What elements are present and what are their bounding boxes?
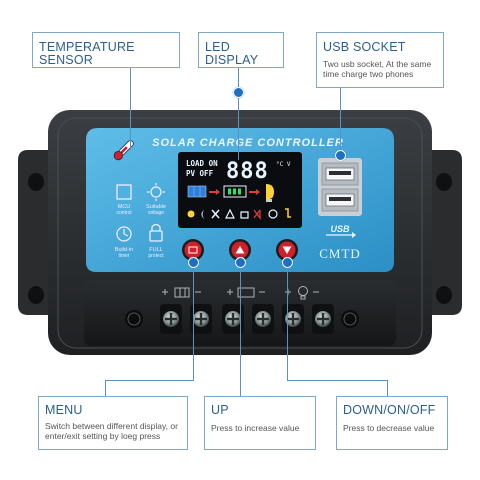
callout-menu: MENU Switch between different display, o… xyxy=(38,396,188,450)
leader-down-h xyxy=(287,380,387,381)
svg-text:protect: protect xyxy=(148,253,164,259)
svg-text:timer: timer xyxy=(118,253,129,259)
svg-text:control: control xyxy=(116,210,131,216)
usb-icon: USB xyxy=(326,224,356,238)
lcd-flow-icons xyxy=(187,184,274,202)
callout-down-on-off-title: DOWN/ON/OFF xyxy=(343,403,436,417)
feature-suitable-voltage: Suitable voltage xyxy=(146,183,166,216)
leader-up-dot xyxy=(235,257,246,268)
svg-text:FULL: FULL xyxy=(149,247,162,253)
svg-text:USB: USB xyxy=(330,224,350,234)
callout-up-title: UP xyxy=(211,403,229,417)
leader-menu-h xyxy=(105,380,194,381)
thermometer-icon xyxy=(113,140,134,161)
callout-temperature-sensor-title: TEMPERATURE SENSOR xyxy=(39,40,135,67)
down-button[interactable] xyxy=(276,239,298,261)
lcd-digits: 888 xyxy=(226,159,269,184)
callout-up: UP Press to increase value xyxy=(204,396,316,450)
callout-usb-socket-desc: Two usb socket, At the same time charge … xyxy=(323,58,432,80)
lcd-mode-icons xyxy=(187,208,291,220)
callout-led-display-title: LED DISPLAY xyxy=(205,40,259,67)
feature-builtin-timer: Build-in timer xyxy=(115,226,133,259)
callout-temperature-sensor: TEMPERATURE SENSOR xyxy=(32,32,180,68)
feature-full-protect: FULL protect xyxy=(148,223,164,259)
callout-usb-socket-title: USB SOCKET xyxy=(323,40,406,54)
svg-text:MCU: MCU xyxy=(118,204,131,210)
panel-header: SOLAR CHARGE CONTROLLER xyxy=(152,137,344,149)
leader-menu-v xyxy=(193,260,194,380)
svg-text:LOAD ON: LOAD ON xyxy=(186,159,218,168)
leader-down-dot xyxy=(282,257,293,268)
up-button[interactable] xyxy=(229,239,251,261)
callout-down-on-off: DOWN/ON/OFF Press to decrease value xyxy=(336,396,448,450)
leader-down-v2 xyxy=(387,380,388,396)
leader-menu-dot xyxy=(188,257,199,268)
svg-text:PV OFF: PV OFF xyxy=(186,169,214,178)
svg-text:Build-in: Build-in xyxy=(115,247,133,253)
feature-mcu: MCU control xyxy=(116,184,132,216)
leader-led-v xyxy=(238,68,239,160)
callout-menu-desc: Switch between different display, or ent… xyxy=(45,420,178,442)
leader-menu-v2 xyxy=(105,380,106,396)
callout-down-on-off-desc: Press to decrease value xyxy=(343,422,435,433)
usb-socket-block xyxy=(318,158,362,216)
svg-text:voltage: voltage xyxy=(148,210,164,216)
svg-text:Suitable: Suitable xyxy=(146,204,166,210)
leader-usb-v xyxy=(340,88,341,160)
lcd-display: LOAD ON PV OFF 888 °C V xyxy=(178,152,302,228)
callout-menu-title: MENU xyxy=(45,403,83,417)
leader-usb-dot xyxy=(335,150,346,161)
callout-usb-socket: USB SOCKET Two usb socket, At the same t… xyxy=(316,32,444,88)
brand-label: CMTD xyxy=(319,246,361,261)
leader-temp-v xyxy=(130,68,131,150)
usb-port-2[interactable] xyxy=(325,193,355,207)
usb-port-1[interactable] xyxy=(325,167,355,181)
callout-led-display: LED DISPLAY xyxy=(198,32,284,68)
svg-text:°C V: °C V xyxy=(276,161,291,168)
callout-up-desc: Press to increase value xyxy=(211,422,300,433)
terminal-symbols xyxy=(162,286,319,300)
screw-terminals xyxy=(125,304,359,334)
leader-down-v xyxy=(287,260,288,380)
leader-up-v xyxy=(240,260,241,396)
leader-led-dot xyxy=(233,87,244,98)
menu-button[interactable] xyxy=(182,239,204,261)
